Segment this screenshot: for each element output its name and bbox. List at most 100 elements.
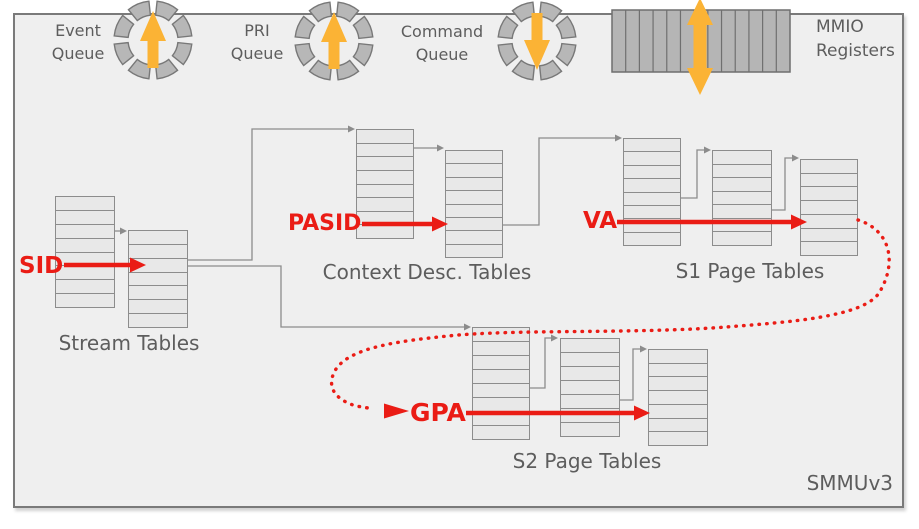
table-row bbox=[624, 218, 680, 231]
table-row bbox=[624, 231, 680, 245]
context-desc-tables-caption: Context Desc. Tables bbox=[322, 260, 532, 284]
table-row bbox=[473, 383, 529, 397]
command-queue-label-line2: Queue bbox=[415, 45, 469, 64]
table-row bbox=[473, 355, 529, 369]
table-row bbox=[357, 183, 413, 198]
table-row bbox=[561, 352, 619, 366]
table-row bbox=[129, 231, 187, 244]
event-queue-label: Event Queue bbox=[52, 19, 105, 65]
table-row bbox=[713, 163, 771, 178]
command-queue-label-line1: Command bbox=[400, 22, 484, 41]
table-row bbox=[473, 341, 529, 355]
table-row bbox=[561, 422, 619, 436]
table-row bbox=[446, 203, 502, 217]
table-row bbox=[801, 172, 857, 187]
table-row bbox=[446, 151, 502, 163]
table-row bbox=[649, 390, 707, 404]
table-row bbox=[129, 313, 187, 327]
table-row bbox=[56, 251, 114, 266]
s1-page-table-level3 bbox=[800, 159, 858, 256]
table-row bbox=[357, 130, 413, 143]
table-row bbox=[446, 163, 502, 176]
s2-page-table-level1 bbox=[472, 327, 530, 440]
table-row bbox=[561, 394, 619, 408]
table-row bbox=[713, 217, 771, 232]
table-row bbox=[357, 142, 413, 157]
pri-queue-label-line1: PRI bbox=[244, 21, 270, 40]
s1-page-table-level1 bbox=[623, 138, 681, 246]
pasid-label: PASID bbox=[288, 211, 362, 236]
gpa-label: GPA bbox=[410, 398, 466, 427]
table-row bbox=[801, 160, 857, 173]
table-row bbox=[446, 190, 502, 203]
table-row bbox=[357, 169, 413, 184]
context-desc-table-level2 bbox=[445, 150, 503, 258]
table-row bbox=[446, 230, 502, 243]
table-row bbox=[561, 408, 619, 422]
table-row bbox=[129, 243, 187, 258]
table-row bbox=[357, 197, 413, 211]
table-row bbox=[649, 376, 707, 390]
table-row bbox=[801, 200, 857, 214]
table-row bbox=[473, 369, 529, 383]
table-row bbox=[56, 197, 114, 210]
table-row bbox=[56, 293, 114, 307]
va-label: VA bbox=[583, 208, 618, 234]
table-row bbox=[713, 231, 771, 245]
table-row bbox=[561, 339, 619, 352]
s1-page-tables-caption: S1 Page Tables bbox=[675, 259, 825, 283]
table-row bbox=[649, 431, 707, 445]
s2-page-table-level3 bbox=[648, 349, 708, 446]
table-row bbox=[357, 210, 413, 225]
table-row bbox=[129, 257, 187, 272]
table-row bbox=[357, 156, 413, 170]
stream-table-level2 bbox=[128, 230, 188, 328]
table-row bbox=[713, 190, 771, 205]
table-row bbox=[801, 213, 857, 228]
table-row bbox=[649, 350, 707, 363]
table-row bbox=[56, 237, 114, 252]
table-row bbox=[713, 151, 771, 164]
event-queue-label-line2: Queue bbox=[51, 44, 105, 63]
table-row bbox=[446, 176, 502, 190]
table-row bbox=[561, 380, 619, 394]
table-row bbox=[56, 223, 114, 238]
table-row bbox=[446, 243, 502, 257]
table-row bbox=[713, 177, 771, 191]
pri-queue-label: PRI Queue bbox=[231, 19, 284, 65]
event-queue-label-line1: Event bbox=[55, 21, 101, 40]
context-desc-table-level1 bbox=[356, 129, 414, 239]
table-row bbox=[56, 265, 114, 279]
pri-queue-label-line2: Queue bbox=[230, 44, 284, 63]
table-row bbox=[801, 227, 857, 242]
mmio-registers-label: MMIO Registers bbox=[816, 15, 895, 63]
table-row bbox=[129, 271, 187, 286]
table-row bbox=[56, 209, 114, 224]
table-row bbox=[56, 279, 114, 293]
table-row bbox=[473, 397, 529, 411]
table-row bbox=[649, 403, 707, 418]
s2-page-tables-caption: S2 Page Tables bbox=[512, 449, 662, 473]
sid-label: SID bbox=[19, 253, 64, 279]
s1-page-table-level2 bbox=[712, 150, 772, 246]
command-queue-label: Command Queue bbox=[401, 20, 483, 66]
table-row bbox=[129, 285, 187, 299]
table-row bbox=[801, 241, 857, 255]
table-row bbox=[624, 204, 680, 218]
table-row bbox=[624, 178, 680, 191]
table-row bbox=[357, 224, 413, 238]
table-row bbox=[801, 186, 857, 200]
table-row bbox=[713, 204, 771, 218]
table-row bbox=[561, 366, 619, 380]
table-row bbox=[473, 411, 529, 425]
table-row bbox=[649, 362, 707, 377]
table-row bbox=[473, 425, 529, 439]
table-row bbox=[446, 216, 502, 230]
smmu-version-label: SMMUv3 bbox=[806, 471, 893, 495]
mmio-registers-label-line1: MMIO bbox=[816, 17, 864, 37]
table-row bbox=[473, 328, 529, 341]
table-row bbox=[624, 191, 680, 205]
stream-tables-caption: Stream Tables bbox=[58, 331, 200, 355]
table-row bbox=[129, 299, 187, 313]
